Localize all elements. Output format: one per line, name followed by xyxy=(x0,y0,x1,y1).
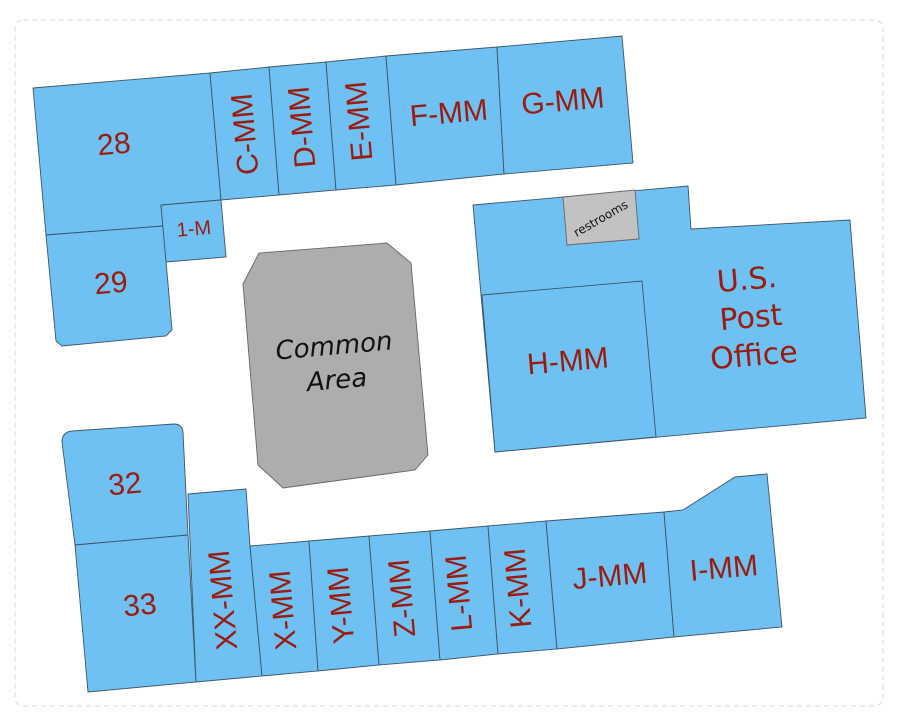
label-d-mm: D-MM xyxy=(282,85,322,169)
label-e-mm: E-MM xyxy=(340,80,380,163)
label-28: 28 xyxy=(96,127,132,163)
label-1-m: 1-M xyxy=(176,217,212,242)
label-common-area-line2: Area xyxy=(304,363,369,398)
label-l-mm: L-MM xyxy=(440,554,480,633)
unit-g-mm[interactable] xyxy=(496,35,634,175)
label-post-office-line1: U.S. xyxy=(715,260,778,300)
label-32: 32 xyxy=(107,467,143,503)
label-h-mm: H-MM xyxy=(526,341,610,381)
unit-1-m[interactable] xyxy=(160,199,227,263)
label-x-mm: X-MM xyxy=(264,569,304,652)
label-post-office-line2: Post xyxy=(718,298,784,338)
restrooms[interactable] xyxy=(562,189,640,246)
label-33: 33 xyxy=(122,588,158,624)
common-area[interactable] xyxy=(242,242,429,489)
label-y-mm: Y-MM xyxy=(322,565,362,645)
label-i-mm: I-MM xyxy=(688,549,759,588)
label-post-office-line3: Office xyxy=(709,335,799,377)
label-f-mm: F-MM xyxy=(408,94,489,134)
label-29: 29 xyxy=(93,266,129,302)
unit-i-mm[interactable] xyxy=(663,473,783,638)
unit-h-mm[interactable] xyxy=(481,280,657,453)
label-z-mm: Z-MM xyxy=(383,558,423,639)
label-c-mm: C-MM xyxy=(225,92,265,176)
label-k-mm: K-MM xyxy=(499,547,539,630)
label-g-mm: G-MM xyxy=(520,81,606,121)
label-j-mm: J-MM xyxy=(571,557,649,596)
unit-32[interactable] xyxy=(61,423,189,546)
